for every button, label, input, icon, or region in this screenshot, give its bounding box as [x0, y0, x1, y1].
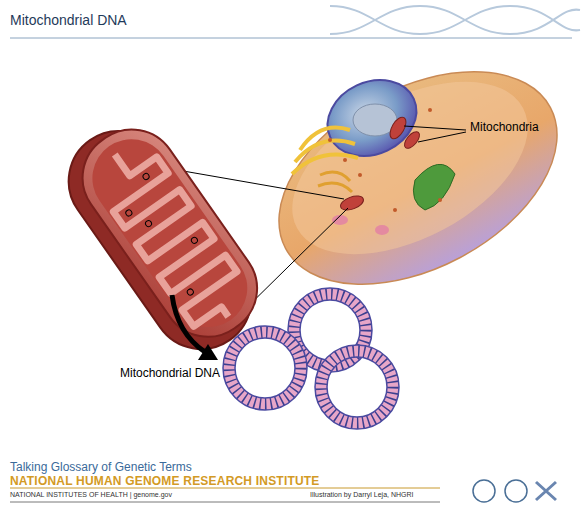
illustration-credit: Illustration by Darryl Leja, NHGRI [310, 491, 413, 498]
part-label: Mitochondria [470, 120, 539, 134]
footer-rules [10, 488, 440, 502]
diagram-title: Mitochondrial DNA [10, 12, 127, 28]
part-label: Mitochondrial DNA [120, 366, 220, 380]
series-name: Talking Glossary of Genetic Terms [10, 460, 192, 474]
dna-rings [223, 288, 399, 429]
agency-credit: NATIONAL INSTITUTES OF HEALTH | genome.g… [10, 491, 172, 498]
helix-decoration [330, 6, 580, 34]
pointer-arrow [172, 295, 218, 360]
cell [243, 28, 582, 328]
leader-lines [404, 126, 466, 142]
header-rule [10, 38, 572, 39]
mitochondrion-cutaway [49, 106, 279, 369]
agency-logos [473, 480, 556, 502]
institute-name: NATIONAL HUMAN GENOME RESEARCH INSTITUTE [10, 474, 320, 488]
